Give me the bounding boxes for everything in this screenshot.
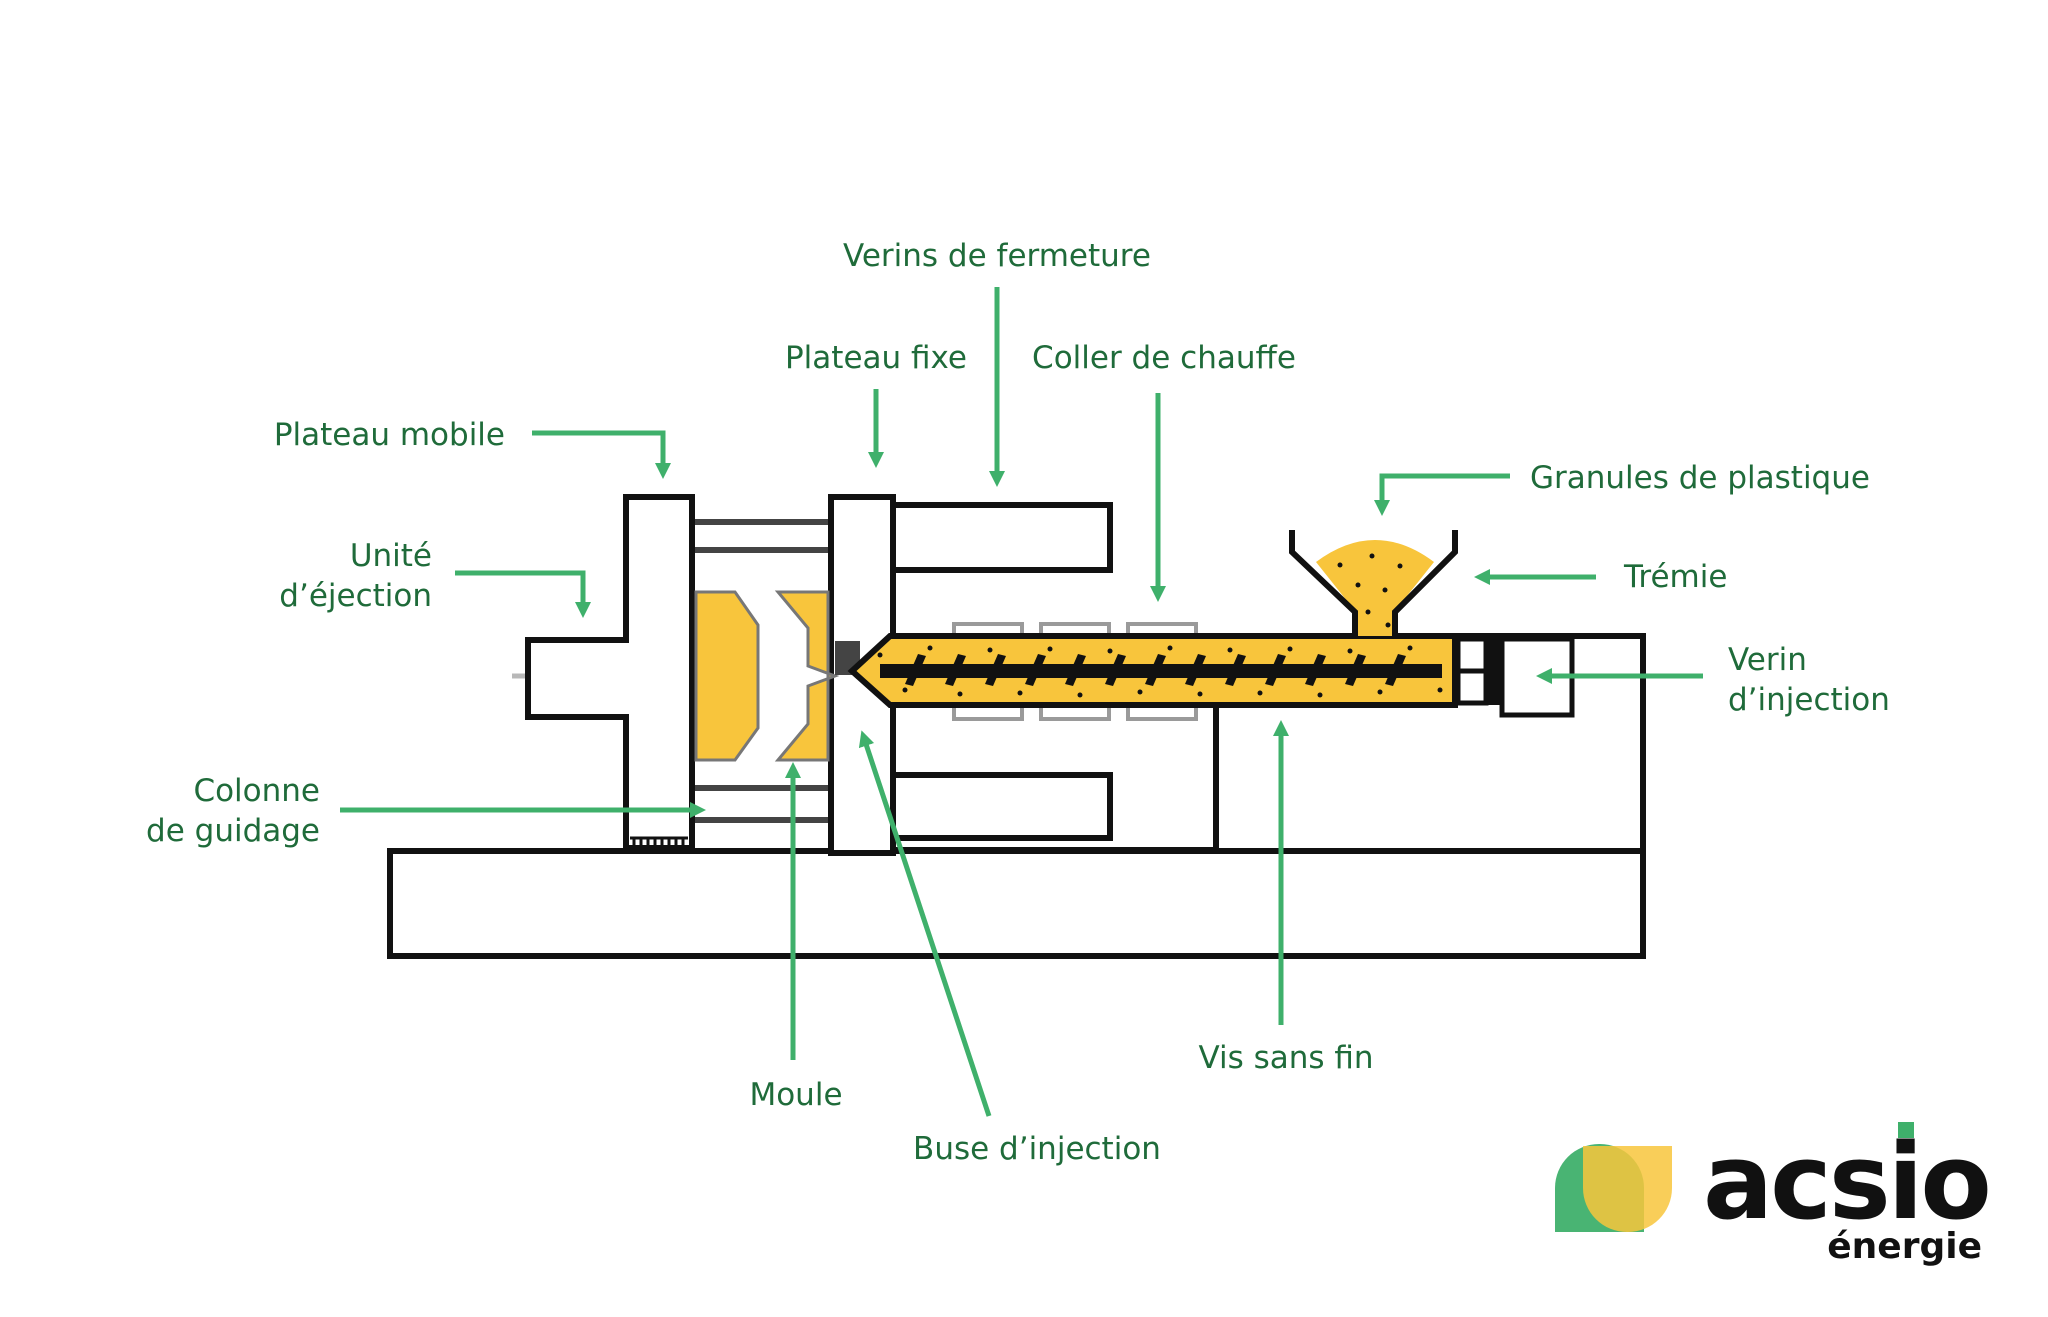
label-plateau-fixe: Plateau fixe	[785, 340, 967, 376]
logo-yellow-shape	[1583, 1146, 1672, 1232]
label-vis-sans-fin: Vis sans fin	[1198, 1040, 1373, 1076]
clamp-cylinder-top	[893, 502, 1113, 573]
platen-slide	[630, 836, 688, 850]
logo-i-dot	[1898, 1122, 1914, 1138]
injection-unit-housing	[1213, 633, 1646, 851]
logo-tagline: énergie	[1827, 1226, 1982, 1267]
label-granules: Granules de plastique	[1530, 460, 1870, 496]
label-unite-ejection-line2: d’éjection	[279, 578, 432, 614]
arrow-granules	[1373, 473, 1510, 517]
injection-piston	[1486, 636, 1502, 705]
arrow-unite-ejection	[455, 570, 592, 619]
acsio-logo: acsio énergie	[1555, 1121, 1992, 1267]
label-unite-ejection-line1: Unité	[350, 538, 432, 574]
hopper-fill	[1316, 540, 1434, 636]
label-buse-injection: Buse d’injection	[913, 1131, 1161, 1167]
screw-flights	[905, 654, 1406, 686]
label-verin-injection-line1: Verin	[1728, 642, 1807, 678]
mould-moving-half	[694, 590, 760, 762]
labels: Verins de fermeture Plateau fixe Coller …	[146, 238, 1890, 1167]
clamp-cylinder-bottom	[893, 772, 1113, 841]
machine	[387, 502, 1646, 959]
label-coller-chauffe: Coller de chauffe	[1032, 340, 1296, 376]
mould-fixed-half	[774, 590, 840, 762]
leader-arrows	[340, 287, 1703, 1117]
logo-wordmark: acsio	[1703, 1121, 1989, 1243]
moving-platen	[525, 494, 695, 851]
screw-shaft	[880, 664, 1442, 678]
arrow-buse-injection	[858, 730, 992, 1117]
barrel-granules	[877, 645, 1443, 698]
guide-columns	[692, 519, 828, 823]
label-plateau-mobile: Plateau mobile	[274, 417, 505, 453]
label-verin-injection-line2: d’injection	[1728, 682, 1890, 718]
machine-base	[387, 848, 1646, 959]
label-verins-fermeture: Verins de fermeture	[843, 238, 1151, 274]
label-tremie: Trémie	[1623, 559, 1727, 595]
arrow-plateau-mobile	[532, 430, 672, 480]
label-colonne-guidage-line2: de guidage	[146, 813, 320, 849]
hopper-granules	[1337, 553, 1403, 628]
label-moule: Moule	[749, 1077, 842, 1113]
label-colonne-guidage-line1: Colonne	[193, 773, 320, 809]
hopper	[1289, 530, 1458, 636]
